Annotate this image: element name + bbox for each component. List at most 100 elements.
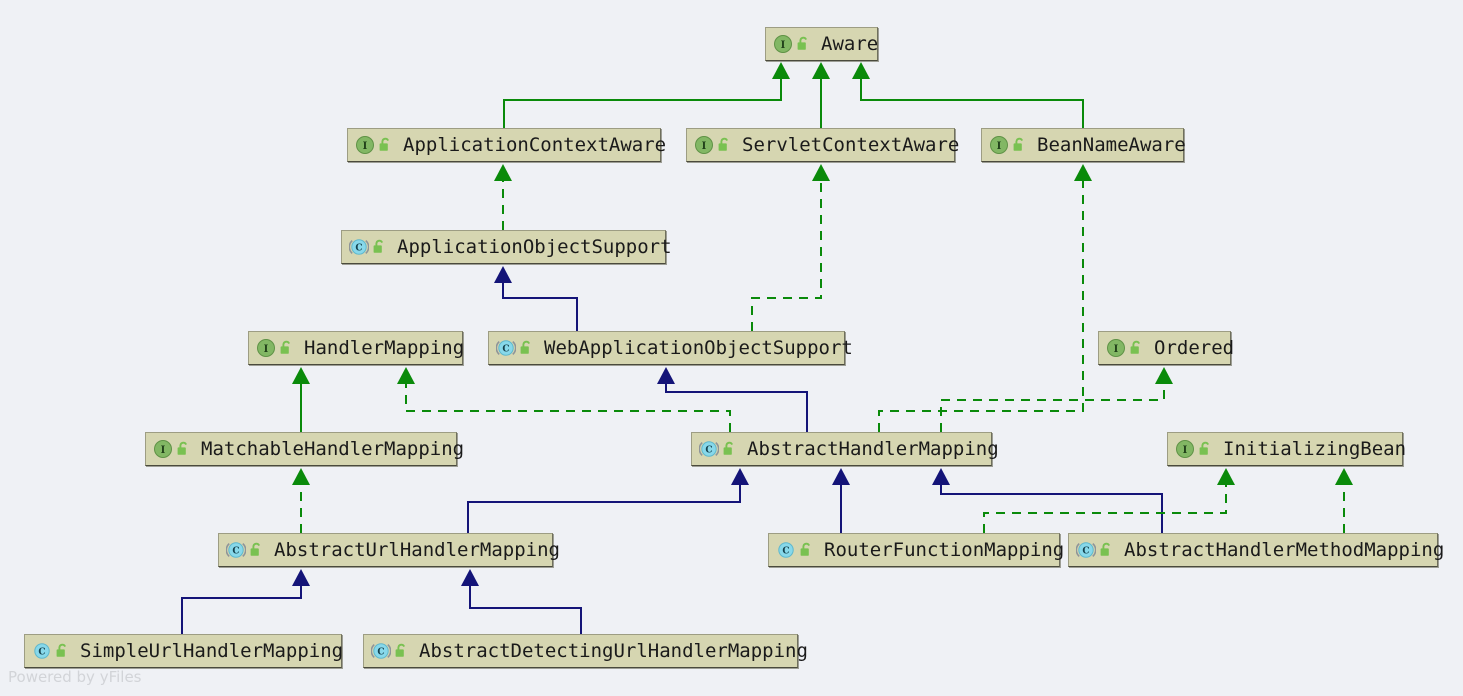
- unlocked-padlock-icon: [1099, 542, 1114, 558]
- svg-text:C: C: [355, 244, 362, 254]
- interface-icon: I: [773, 34, 793, 54]
- edge-beanNameAware-to-aware: [860, 78, 1084, 128]
- unlocked-padlock-icon: [372, 239, 387, 255]
- class-node-label: Ordered: [1154, 336, 1235, 359]
- class-node-label: AbstractHandlerMapping: [747, 437, 999, 460]
- arrowhead-matchableHandlerMapping-to-handlerMapping: [292, 367, 310, 384]
- unlocked-padlock-icon: [717, 137, 732, 153]
- arrowhead-abstractHandlerMapping-to-handlerMapping: [397, 367, 415, 384]
- class-node-label: AbstractDetectingUrlHandlerMapping: [419, 639, 808, 662]
- arrowhead-abstractUrlHandlerMapping-to-abstractHandlerMapping: [731, 468, 749, 485]
- class-node-ordered[interactable]: I Ordered: [1098, 331, 1235, 365]
- edge-webApplicationObjectSupport-to-servletContextAware: [751, 180, 822, 331]
- svg-text:C: C: [502, 345, 509, 355]
- edge-abstractHandlerMapping-to-webApplicationObjectSupport: [665, 383, 808, 432]
- arrowhead-abstractHandlerMapping-to-ordered: [1155, 367, 1173, 384]
- arrowhead-abstractHandlerMapping-to-beanNameAware: [1074, 164, 1092, 181]
- class-node-abstractHandlerMethodMapping[interactable]: C AbstractHandlerMethodMapping: [1068, 533, 1444, 567]
- arrowhead-abstractDetectingUrlHandlerMapping-to-abstractUrlHandlerMapping: [461, 569, 479, 586]
- svg-text:I: I: [264, 344, 269, 355]
- svg-text:C: C: [705, 446, 712, 456]
- edge-routerFunctionMapping-to-initializingBean: [983, 484, 1227, 533]
- interface-icon: I: [355, 135, 375, 155]
- unlocked-padlock-icon: [796, 36, 811, 52]
- unlocked-padlock-icon: [378, 137, 393, 153]
- svg-text:I: I: [997, 141, 1002, 152]
- edge-abstractHandlerMapping-to-ordered: [940, 383, 1165, 432]
- unlocked-padlock-icon: [722, 441, 737, 457]
- interface-icon: I: [989, 135, 1009, 155]
- class-node-label: BeanNameAware: [1037, 133, 1186, 156]
- interface-icon: I: [256, 338, 276, 358]
- class-icon: C: [32, 641, 52, 661]
- class-node-routerFunctionMapping[interactable]: C RouterFunctionMapping: [768, 533, 1064, 567]
- class-node-label: WebApplicationObjectSupport: [544, 336, 853, 359]
- class-node-label: HandlerMapping: [304, 336, 465, 359]
- class-node-webApplicationObjectSupport[interactable]: C WebApplicationObjectSupport: [488, 331, 853, 365]
- class-node-label: Aware: [821, 32, 879, 55]
- class-node-simpleUrlHandlerMapping[interactable]: C SimpleUrlHandlerMapping: [24, 634, 344, 668]
- class-node-label: AbstractHandlerMethodMapping: [1124, 538, 1445, 561]
- svg-text:I: I: [702, 141, 707, 152]
- unlocked-padlock-icon: [55, 643, 70, 659]
- unlocked-padlock-icon: [799, 542, 814, 558]
- class-node-abstractHandlerMapping[interactable]: C AbstractHandlerMapping: [691, 432, 999, 466]
- abstract-class-icon: C: [225, 540, 247, 560]
- edge-abstractHandlerMapping-to-beanNameAware: [878, 180, 1084, 432]
- abstract-class-icon: C: [348, 237, 370, 257]
- class-node-matchableHandlerMapping[interactable]: I MatchableHandlerMapping: [145, 432, 464, 466]
- unlocked-padlock-icon: [1129, 340, 1144, 356]
- class-node-handlerMapping[interactable]: I HandlerMapping: [248, 331, 465, 365]
- edge-simpleUrlHandlerMapping-to-abstractUrlHandlerMapping: [181, 585, 302, 634]
- class-node-initializingBean[interactable]: I InitializingBean: [1167, 432, 1407, 466]
- arrowhead-routerFunctionMapping-to-abstractHandlerMapping: [832, 468, 850, 485]
- class-node-applicationContextAware[interactable]: I ApplicationContextAware: [347, 128, 666, 162]
- class-node-label: ServletContextAware: [742, 133, 960, 156]
- class-node-label: ApplicationObjectSupport: [397, 235, 672, 258]
- unlocked-padlock-icon: [176, 441, 191, 457]
- yfiles-watermark: Powered by yFiles: [8, 668, 142, 686]
- edge-abstractHandlerMethodMapping-to-abstractHandlerMapping: [940, 484, 1163, 533]
- arrowhead-abstractHandlerMethodMapping-to-abstractHandlerMapping: [932, 468, 950, 485]
- svg-text:C: C: [377, 648, 384, 658]
- unlocked-padlock-icon: [279, 340, 294, 356]
- svg-text:C: C: [38, 648, 45, 658]
- unlocked-padlock-icon: [394, 643, 409, 659]
- svg-text:I: I: [161, 445, 166, 456]
- arrowhead-abstractUrlHandlerMapping-to-matchableHandlerMapping: [292, 468, 310, 485]
- svg-text:C: C: [782, 547, 789, 557]
- class-node-label: ApplicationContextAware: [403, 133, 667, 156]
- class-node-beanNameAware[interactable]: I BeanNameAware: [981, 128, 1186, 162]
- class-node-label: InitializingBean: [1223, 437, 1407, 460]
- arrowhead-webApplicationObjectSupport-to-applicationObjectSupport: [494, 266, 512, 283]
- unlocked-padlock-icon: [249, 542, 264, 558]
- interface-icon: I: [1175, 439, 1195, 459]
- abstract-class-icon: C: [698, 439, 720, 459]
- arrowhead-routerFunctionMapping-to-initializingBean: [1217, 468, 1235, 485]
- arrowhead-applicationContextAware-to-aware: [772, 62, 790, 79]
- edge-webApplicationObjectSupport-to-applicationObjectSupport: [502, 282, 578, 331]
- class-icon: C: [776, 540, 796, 560]
- abstract-class-icon: C: [495, 338, 517, 358]
- svg-text:I: I: [781, 40, 786, 51]
- arrowhead-webApplicationObjectSupport-to-servletContextAware: [812, 164, 830, 181]
- abstract-class-icon: C: [1075, 540, 1097, 560]
- class-node-aware[interactable]: I Aware: [765, 27, 878, 61]
- class-node-abstractDetectingUrlHandlerMapping[interactable]: C AbstractDetectingUrlHandlerMapping: [363, 634, 808, 668]
- svg-text:I: I: [363, 141, 368, 152]
- class-node-label: RouterFunctionMapping: [824, 538, 1065, 561]
- class-node-label: MatchableHandlerMapping: [201, 437, 465, 460]
- unlocked-padlock-icon: [1198, 441, 1213, 457]
- interface-icon: I: [1106, 338, 1126, 358]
- arrowhead-abstractHandlerMethodMapping-to-initializingBean: [1335, 468, 1353, 485]
- arrowhead-applicationObjectSupport-to-applicationContextAware: [494, 164, 512, 181]
- class-node-label: SimpleUrlHandlerMapping: [80, 639, 344, 662]
- class-node-servletContextAware[interactable]: I ServletContextAware: [686, 128, 959, 162]
- edge-applicationContextAware-to-aware: [503, 78, 782, 128]
- arrowhead-simpleUrlHandlerMapping-to-abstractUrlHandlerMapping: [292, 569, 310, 586]
- class-node-applicationObjectSupport[interactable]: C ApplicationObjectSupport: [341, 230, 672, 264]
- edge-abstractDetectingUrlHandlerMapping-to-abstractUrlHandlerMapping: [469, 585, 582, 634]
